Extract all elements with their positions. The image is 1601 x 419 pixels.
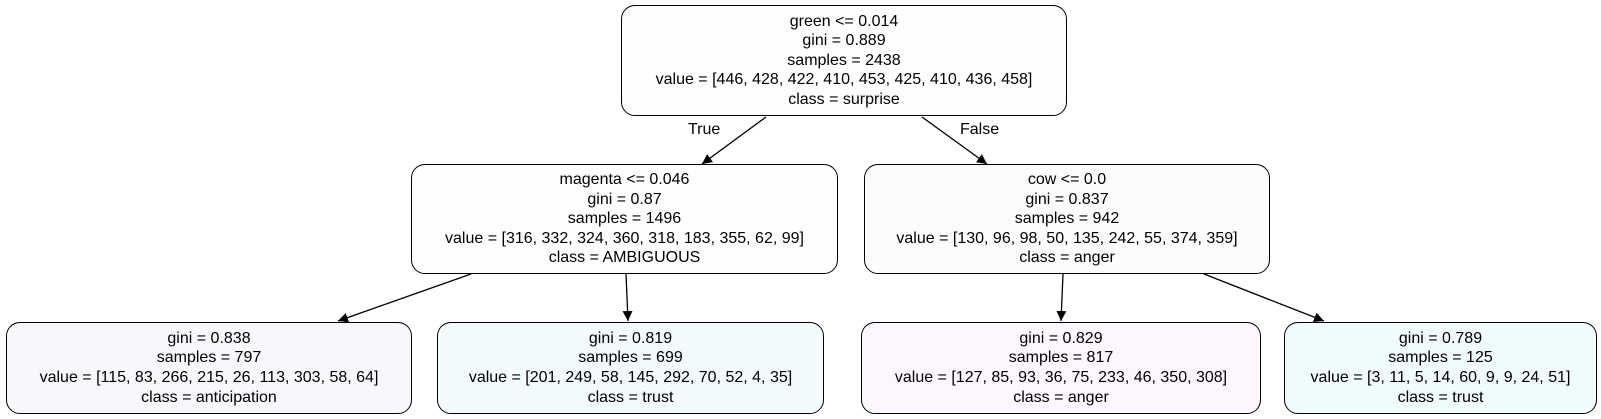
edge-left-to-leaf-lr xyxy=(622,273,633,322)
samples-count: samples = 2438 xyxy=(787,51,901,69)
class-label: class = anger xyxy=(1013,388,1109,406)
samples-count: samples = 942 xyxy=(1014,210,1120,228)
class-label: class = surprise xyxy=(788,90,900,108)
edge-root-to-right xyxy=(921,116,988,165)
leaf-node-anticipation: gini = 0.838 samples = 797 value = [115,… xyxy=(6,322,412,414)
gini-value: gini = 0.829 xyxy=(1019,329,1103,347)
class-distribution: value = [316, 332, 324, 360, 318, 183, 3… xyxy=(445,229,804,247)
leaf-node-trust-left: gini = 0.819 samples = 699 value = [201,… xyxy=(437,322,824,414)
class-label: class = anticipation xyxy=(141,388,277,406)
split-condition: green <= 0.014 xyxy=(789,12,899,30)
samples-count: samples = 797 xyxy=(156,349,262,367)
samples-count: samples = 817 xyxy=(1008,349,1114,367)
split-condition: cow <= 0.0 xyxy=(1027,171,1107,189)
samples-count: samples = 125 xyxy=(1388,349,1493,367)
gini-value: gini = 0.87 xyxy=(587,190,662,208)
samples-count: samples = 699 xyxy=(578,349,683,367)
false-edge-label: False xyxy=(960,121,1000,138)
split-condition: magenta <= 0.046 xyxy=(559,171,690,189)
class-label: class = anger xyxy=(1019,249,1115,267)
gini-value: gini = 0.837 xyxy=(1025,190,1109,208)
class-distribution: value = [3, 11, 5, 14, 60, 9, 9, 24, 51] xyxy=(1310,369,1571,386)
edge-right-to-leaf-rr xyxy=(1203,273,1325,323)
true-edge-label: True xyxy=(688,121,721,138)
class-distribution: value = [446, 428, 422, 410, 453, 425, 4… xyxy=(655,71,1033,89)
gini-value: gini = 0.838 xyxy=(167,329,251,347)
edge-left-to-leaf-ll xyxy=(337,273,472,323)
edge-right-to-leaf-rl xyxy=(1056,273,1067,322)
class-distribution: value = [115, 83, 266, 215, 26, 113, 303… xyxy=(39,369,379,386)
leaf-node-anger: gini = 0.829 samples = 817 value = [127,… xyxy=(861,322,1261,414)
class-distribution: value = [201, 249, 58, 145, 292, 70, 52,… xyxy=(468,369,793,386)
class-distribution: value = [127, 85, 93, 36, 75, 233, 46, 3… xyxy=(894,369,1228,386)
class-label: class = trust xyxy=(587,388,674,406)
root-node: green <= 0.014 gini = 0.889 samples = 24… xyxy=(621,5,1067,116)
left-split-node: magenta <= 0.046 gini = 0.87 samples = 1… xyxy=(411,164,838,274)
gini-value: gini = 0.819 xyxy=(588,329,673,347)
class-label: class = trust xyxy=(1397,388,1484,406)
edge-root-to-left xyxy=(701,116,767,165)
right-split-node: cow <= 0.0 gini = 0.837 samples = 942 va… xyxy=(864,164,1270,274)
gini-value: gini = 0.789 xyxy=(1398,329,1483,347)
class-distribution: value = [130, 96, 98, 50, 135, 242, 55, … xyxy=(896,229,1238,247)
leaf-node-trust-right: gini = 0.789 samples = 125 value = [3, 1… xyxy=(1284,322,1597,414)
class-label: class = AMBIGUOUS xyxy=(548,249,701,267)
samples-count: samples = 1496 xyxy=(567,210,682,228)
gini-value: gini = 0.889 xyxy=(802,32,886,50)
